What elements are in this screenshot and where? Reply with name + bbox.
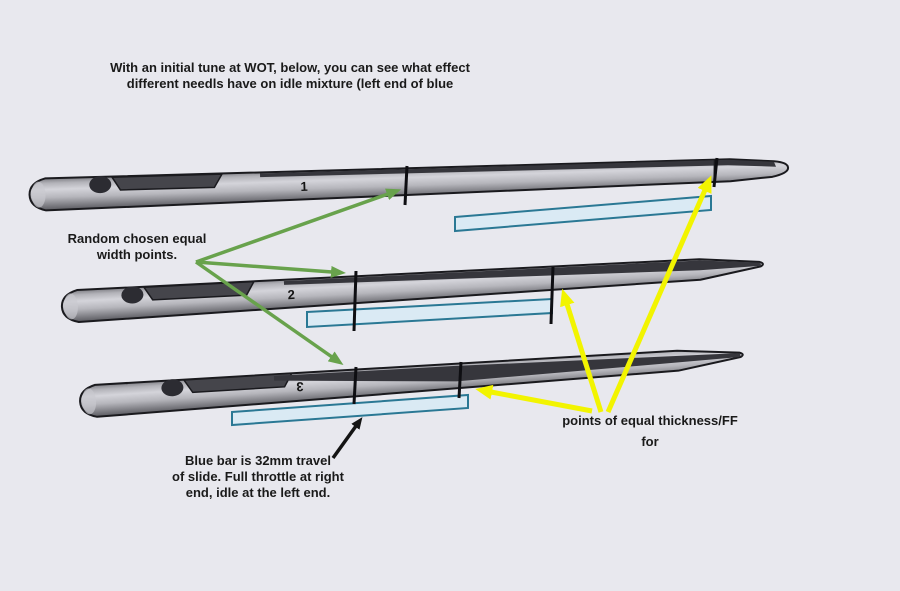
needle-3-clip-groove <box>182 372 293 394</box>
needle-2-clip-shadow <box>121 286 144 304</box>
blue-bar-note-line2: of slide. Full throttle at right <box>172 469 344 484</box>
green-arrow-to-needle2 <box>195 260 346 278</box>
intro-note-line1: With an initial tune at WOT, below, you … <box>110 60 470 75</box>
needle-1-cap-highlight <box>31 181 46 208</box>
needle-3-clip-shadow <box>161 379 184 397</box>
width-tick-marks <box>352 157 719 405</box>
random-width-points-note: Random chosen equal width points. <box>41 231 233 263</box>
blue-bar-1 <box>454 194 712 233</box>
blue-bar-3 <box>231 393 469 427</box>
yellow-arrow-to-needle2 <box>560 288 604 413</box>
needle-2: 2 <box>60 258 764 323</box>
needle-2-clip-groove <box>142 280 256 301</box>
needle-1-clip-groove <box>110 173 224 191</box>
equal-thickness-line1: points of equal thickness/FF <box>562 413 738 428</box>
needle-1-body <box>28 158 790 212</box>
needle-1: 1 <box>28 158 790 212</box>
needle-1-label: 1 <box>300 179 308 194</box>
tick-needle1-mid <box>403 165 409 206</box>
needle-2-body <box>60 258 764 323</box>
blue-bar-note-line1: Blue bar is 32mm travel <box>185 453 331 468</box>
needle-3-label: 3 <box>296 379 303 394</box>
needle-3: 3 <box>79 349 744 418</box>
tick-needle3-mid <box>352 366 358 405</box>
tick-needle3-right <box>457 361 463 399</box>
green-arrow-to-needle1 <box>195 188 402 264</box>
yellow-arrow-to-needle3 <box>475 384 593 414</box>
blue-bar-note: Blue bar is 32mm travel of slide. Full t… <box>150 453 366 501</box>
random-width-points-line1: Random chosen equal <box>67 231 207 246</box>
green-arrow-to-needle3 <box>194 260 344 366</box>
blue-bar-note-line3: end, idle at the left end. <box>185 485 331 500</box>
needle-3-cap-highlight <box>82 388 97 415</box>
intro-note-line2: different needls have on idle mixture (l… <box>126 76 454 91</box>
intro-note: With an initial tune at WOT, below, you … <box>95 60 485 92</box>
yellow-arrows <box>475 175 712 414</box>
random-width-points-line2: width points. <box>96 247 178 262</box>
green-arrows <box>194 188 402 366</box>
black-arrow-to-bar3 <box>331 417 363 460</box>
needle-1-clip-shadow <box>89 176 112 194</box>
needle-3-taper-shade <box>273 353 741 382</box>
tick-needle1-right <box>712 157 719 188</box>
equal-thickness-note: points of equal thickness/FF for <box>530 410 770 452</box>
needle-1-taper-shade <box>259 159 777 178</box>
tick-needle2-mid <box>352 270 358 332</box>
needle-2-label: 2 <box>287 287 295 302</box>
equal-thickness-line2: for <box>641 434 659 449</box>
yellow-arrow-to-needle1 <box>605 175 712 414</box>
needle-2-cap-highlight <box>63 293 78 320</box>
tick-needle2-right <box>549 266 555 325</box>
needle-2-taper-shade <box>283 260 761 285</box>
